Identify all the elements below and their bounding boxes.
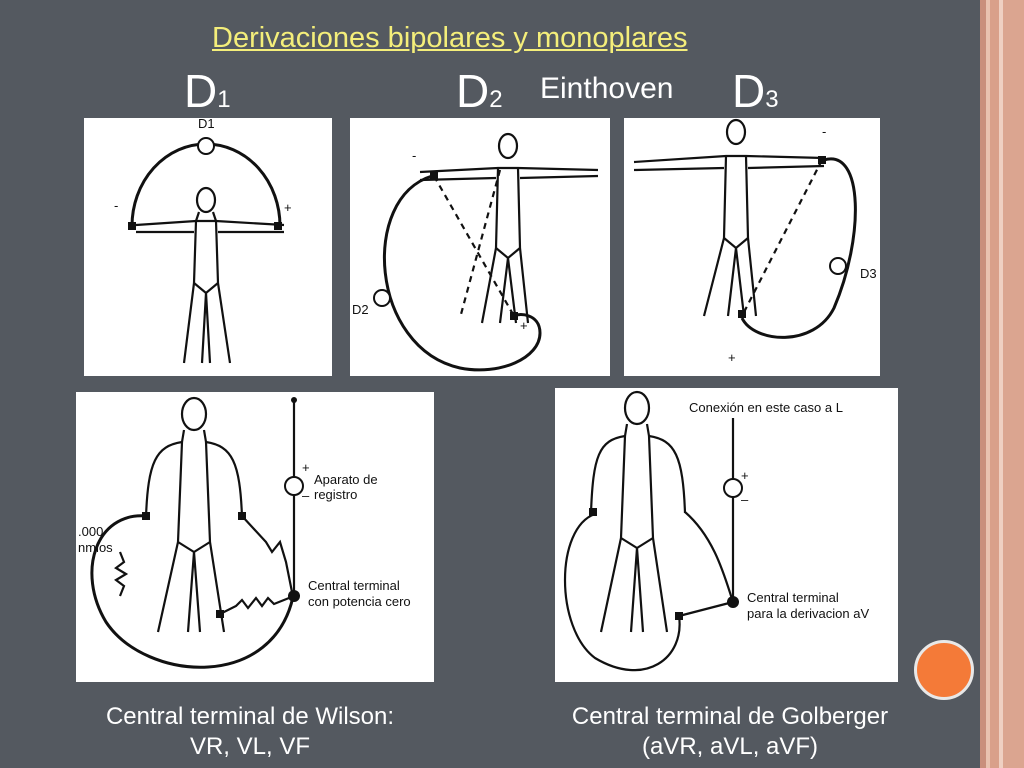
goldberger-plus-sign: + bbox=[741, 468, 749, 483]
d3-lead-label: D3 bbox=[860, 266, 877, 281]
diagram-lead-d1: D1 - + bbox=[114, 118, 292, 364]
caption-goldberger-line2: (aVR, aVL, aVF) bbox=[641, 733, 819, 760]
caption-goldberger: Central terminal de Golberger (aVR, aVL,… bbox=[536, 702, 924, 762]
diagram-wilson-terminal: + – Aparato de registro .000 nmios Centr… bbox=[78, 396, 411, 669]
wilson-terminal-line2: con potencia cero bbox=[308, 594, 411, 609]
goldberger-terminal-line1: Central terminal bbox=[747, 590, 839, 605]
wilson-device-line1: Aparato de bbox=[314, 472, 378, 487]
d2-plus-sign: + bbox=[520, 318, 528, 333]
lead-label-d2: D2 bbox=[456, 65, 503, 117]
lead-label-d1: D1 bbox=[184, 65, 231, 117]
wilson-terminal-line1: Central terminal bbox=[308, 578, 400, 593]
d2-minus-sign: - bbox=[412, 148, 416, 163]
d2-lead-label: D2 bbox=[352, 302, 369, 317]
wilson-device-line2: registro bbox=[314, 487, 357, 502]
caption-wilson-line1: Central terminal de Wilson: bbox=[105, 703, 395, 730]
goldberger-minus-sign: – bbox=[741, 492, 749, 507]
frame-stripes bbox=[980, 0, 1024, 768]
panel-goldberger-terminal: Conexión en este caso a L + – Central te… bbox=[555, 388, 898, 682]
wilson-plus-sign: + bbox=[302, 460, 310, 475]
d3-minus-sign: - bbox=[822, 124, 826, 139]
d1-lead-label: D1 bbox=[198, 118, 215, 131]
caption-goldberger-line1: Central terminal de Golberger bbox=[571, 703, 889, 730]
wilson-resistance-line1: .000 bbox=[78, 524, 103, 539]
slide-title: Derivaciones bipolares y monoplares bbox=[212, 22, 688, 54]
d3-plus-sign: + bbox=[728, 350, 736, 365]
einthoven-label: Einthoven bbox=[540, 72, 674, 105]
diagram-lead-d3: D3 - + bbox=[633, 118, 877, 365]
lead-label-d3: D3 bbox=[732, 65, 779, 117]
panel-lead-d1: D1 - + bbox=[84, 118, 332, 376]
panel-wilson-terminal: + – Aparato de registro .000 nmios Centr… bbox=[76, 392, 434, 682]
wilson-minus-sign: – bbox=[302, 488, 310, 503]
wilson-resistance-line2: nmios bbox=[78, 540, 113, 555]
panel-lead-d2: D2 - + bbox=[350, 118, 610, 376]
d1-plus-sign: + bbox=[284, 200, 292, 215]
goldberger-connection-label: Conexión en este caso a L bbox=[689, 400, 843, 415]
caption-wilson: Central terminal de Wilson: VR, VL, VF bbox=[70, 702, 430, 762]
diagram-goldberger-terminal: Conexión en este caso a L + – Central te… bbox=[563, 390, 869, 672]
panel-lead-d3: D3 - + bbox=[624, 118, 880, 376]
accent-circle bbox=[914, 640, 974, 700]
d1-minus-sign: - bbox=[114, 198, 118, 213]
goldberger-terminal-line2: para la derivacion aV bbox=[747, 606, 869, 621]
diagram-lead-d2: D2 - + bbox=[352, 132, 599, 372]
caption-wilson-line2: VR, VL, VF bbox=[189, 733, 311, 760]
